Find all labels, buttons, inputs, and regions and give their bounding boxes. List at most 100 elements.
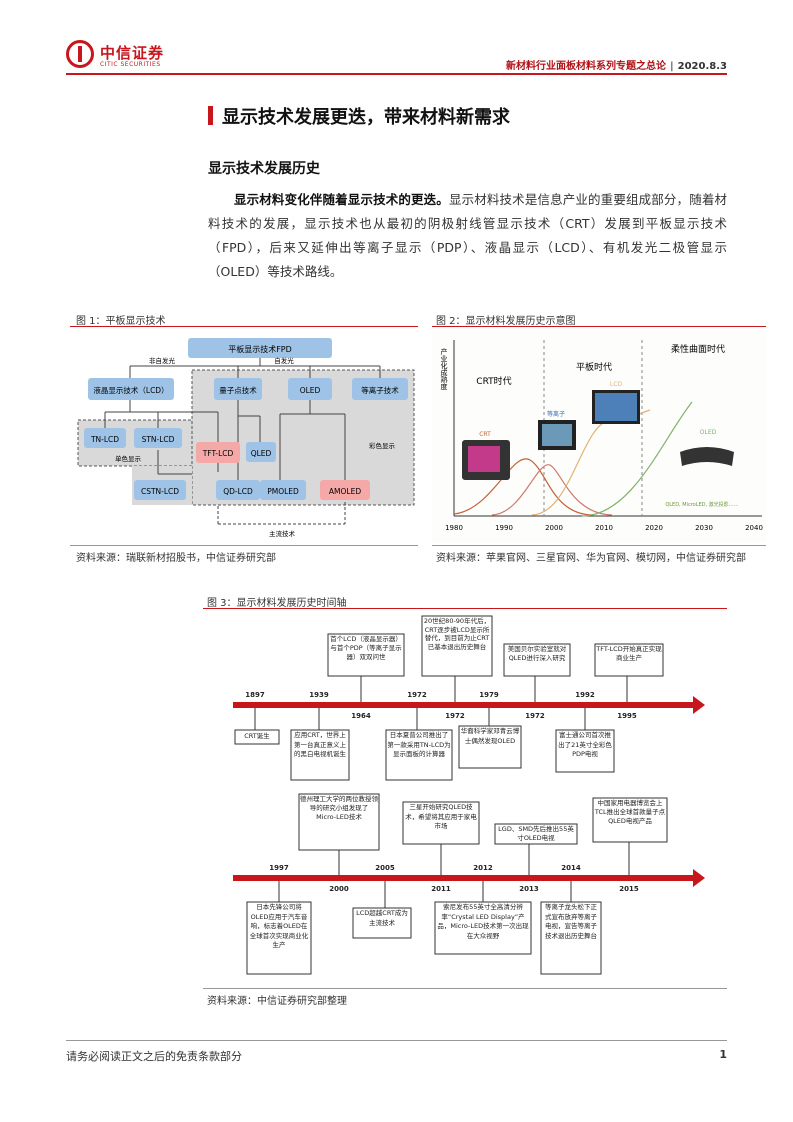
era-flexible: 柔性曲面时代	[671, 343, 725, 355]
node-lcd-label: 液晶显示技术（LCD）	[93, 385, 168, 395]
event-1995-box	[594, 643, 664, 677]
year-1979: 1979	[479, 691, 499, 699]
timeline-arrow-1	[233, 702, 695, 708]
year-2013: 2013	[519, 885, 539, 893]
figure3-caption: 图 3：显示材料发展历史时间轴	[207, 598, 347, 609]
label-pdp: 等离子	[547, 410, 565, 418]
figure1-diagram: 平板显示技术FPD 非自发光 自发光 液晶显示技术（LCD） 量子点技术 OLE…	[77, 338, 415, 538]
year-1972b: 1972	[445, 712, 465, 720]
event-1979-text: 华裔科学家邓青云博士偶然发现OLED	[460, 727, 520, 745]
event-pioneer-text: 日本先锋公司将OLED应用于汽车音响，标志着OLED在全球首次实现商业化生产	[249, 903, 309, 949]
event-2005-box	[352, 907, 412, 939]
figure2-source: 资料来源：苹果官网、三星官网、华为官网、模切网，中信证券研究部	[436, 553, 746, 564]
year-2012: 2012	[473, 864, 493, 872]
report-header: 新材料行业面板材料系列专题之总论|2020.8.3	[506, 57, 727, 72]
x-tick-label: 1990	[495, 524, 513, 532]
figure2-bottom-rule	[432, 545, 766, 546]
event-tcl-box	[592, 797, 668, 843]
figure2-caption: 图 2：显示材料发展历史示意图	[436, 316, 576, 327]
pdp-screen	[542, 424, 572, 446]
label-future: QLED, MicroLED, 激光投影……	[665, 501, 738, 508]
body-text: 显示材料技术是信息产业的重要组成部分，随着材料技术的发展，显示技术也从最初的阴极…	[208, 192, 727, 279]
event-tcl-text: 中国家用电器博览会上TCL推出全球首款量子点QLED电视产品	[594, 799, 666, 825]
label-crt: CRT	[479, 431, 491, 438]
node-tn	[84, 428, 126, 448]
event-bell-box	[503, 643, 571, 677]
year-1997: 1997	[269, 864, 289, 872]
lead-sentence: 显示材料变化伴随着显示技术的更迭。	[234, 192, 449, 207]
label-lcd: LCD	[610, 381, 623, 388]
event-lgd-box	[494, 823, 578, 845]
timeline-arrowhead-1	[693, 696, 705, 714]
logo-cn: 中信证券	[100, 44, 165, 62]
node-cstn-label: CSTN-LCD	[141, 487, 179, 496]
event-sony-box	[434, 901, 532, 955]
event-1939-text: 应用CRT，世界上第一台真正意义上的黑白电视机诞生	[294, 731, 346, 758]
label-oled: OLED	[700, 429, 717, 436]
timeline-arrowhead-2	[693, 869, 705, 887]
report-date: 2020.8.3	[677, 61, 727, 72]
figure2-chart: 产业化成熟度 CRT时代 平板时代 柔性曲面时代 CRT 等离子 LCD OLE…	[432, 330, 766, 542]
year-2005: 2005	[375, 864, 395, 872]
event-sharp-box	[385, 729, 453, 781]
year-2015: 2015	[619, 885, 639, 893]
node-pmoled-label: PMOLED	[267, 487, 299, 496]
node-pdp-label: 等离子技术	[361, 385, 399, 395]
event-1897-text: CRT诞生	[244, 732, 270, 740]
page-number: 1	[719, 1048, 727, 1061]
event-1980s-text: 20世纪80-90年代后，CRT逐步被LCD显示所替代，到目前为止CRT已基本退…	[423, 617, 491, 651]
footer-disclaimer: 请务必阅读正文之后的免责条款部分	[66, 1050, 242, 1063]
node-lcd	[88, 378, 174, 400]
x-tick-label: 2040	[745, 524, 763, 532]
x-tick-label: 2010	[595, 524, 613, 532]
header-separator: |	[669, 61, 674, 72]
node-stn-label: STN-LCD	[142, 435, 175, 444]
figure1-caption: 图 1：平板显示技术	[76, 316, 166, 327]
figure3-timeline: 1897 1939 1972 1979 1992 1964 1972 1972 …	[233, 615, 705, 975]
color-label: 彩色显示	[369, 441, 396, 450]
event-panasonic-text: 等离子龙头松下正式宣布放弃等离子电视，宣告等离子技术退出历史舞台	[545, 903, 597, 940]
node-qd-label: 量子点技术	[219, 385, 257, 395]
report-title: 新材料行业面板材料系列专题之总论	[505, 61, 666, 72]
series-pdp	[491, 464, 613, 516]
node-fpd-label: 平板显示技术FPD	[228, 344, 292, 354]
event-pioneer-box	[246, 901, 312, 975]
node-cstn	[134, 480, 186, 500]
event-fujitsu-box	[555, 729, 615, 773]
node-oled-label: OLED	[300, 386, 321, 395]
era-crt: CRT时代	[476, 375, 511, 387]
node-tn-label: TN-LCD	[90, 435, 119, 444]
section-marker	[208, 106, 213, 125]
year-2014: 2014	[561, 864, 581, 872]
logo-en: CITIC SECURITIES	[100, 61, 161, 68]
year-1939: 1939	[309, 691, 329, 699]
node-qled-label: QLED	[251, 449, 272, 458]
node-tft	[196, 442, 240, 463]
event-1897-box	[234, 729, 280, 745]
year-1972c: 1972	[525, 712, 545, 720]
figure1-source: 资料来源：瑞联新材招股书，中信证券研究部	[76, 553, 276, 564]
event-1964-box	[327, 633, 405, 677]
node-qdlcd	[216, 480, 260, 500]
emissive-label: 自发光	[274, 356, 294, 365]
year-1964: 1964	[351, 712, 371, 720]
y-axis-label: 产业化成熟度	[440, 347, 448, 391]
event-fujitsu-text: 富士通公司首次推出了21英寸全彩色PDP电视	[558, 731, 612, 758]
node-amoled-label: AMOLED	[329, 487, 361, 496]
event-samsung-text: 三星开始研究QLED技术，希望将其应用于家电市场	[405, 803, 477, 830]
x-tick-label: 2020	[645, 524, 663, 532]
lcd-screen	[595, 393, 637, 421]
x-tick-label: 1980	[445, 524, 463, 532]
figure1-top-rule	[70, 326, 418, 327]
body-paragraph: 显示材料变化伴随着显示技术的更迭。显示材料技术是信息产业的重要组成部分，随着材料…	[208, 188, 727, 284]
crt-screen	[468, 446, 500, 472]
figure3-bottom-rule	[203, 988, 727, 989]
figure3-top-rule	[203, 608, 727, 609]
year-1992: 1992	[575, 691, 595, 699]
event-sharp-text: 日本夏普公司推出了第一款采用TN-LCD为显示面板的计算器	[387, 731, 451, 758]
node-stn	[134, 428, 182, 448]
event-lgd-text: LGD、SMD先后推出55英寸OLED电视	[498, 825, 574, 842]
event-bell-text: 美国贝尔实验室就对QLED进行深入研究	[507, 645, 567, 662]
non-emissive-label: 非自发光	[149, 356, 176, 365]
node-fpd	[188, 338, 332, 358]
